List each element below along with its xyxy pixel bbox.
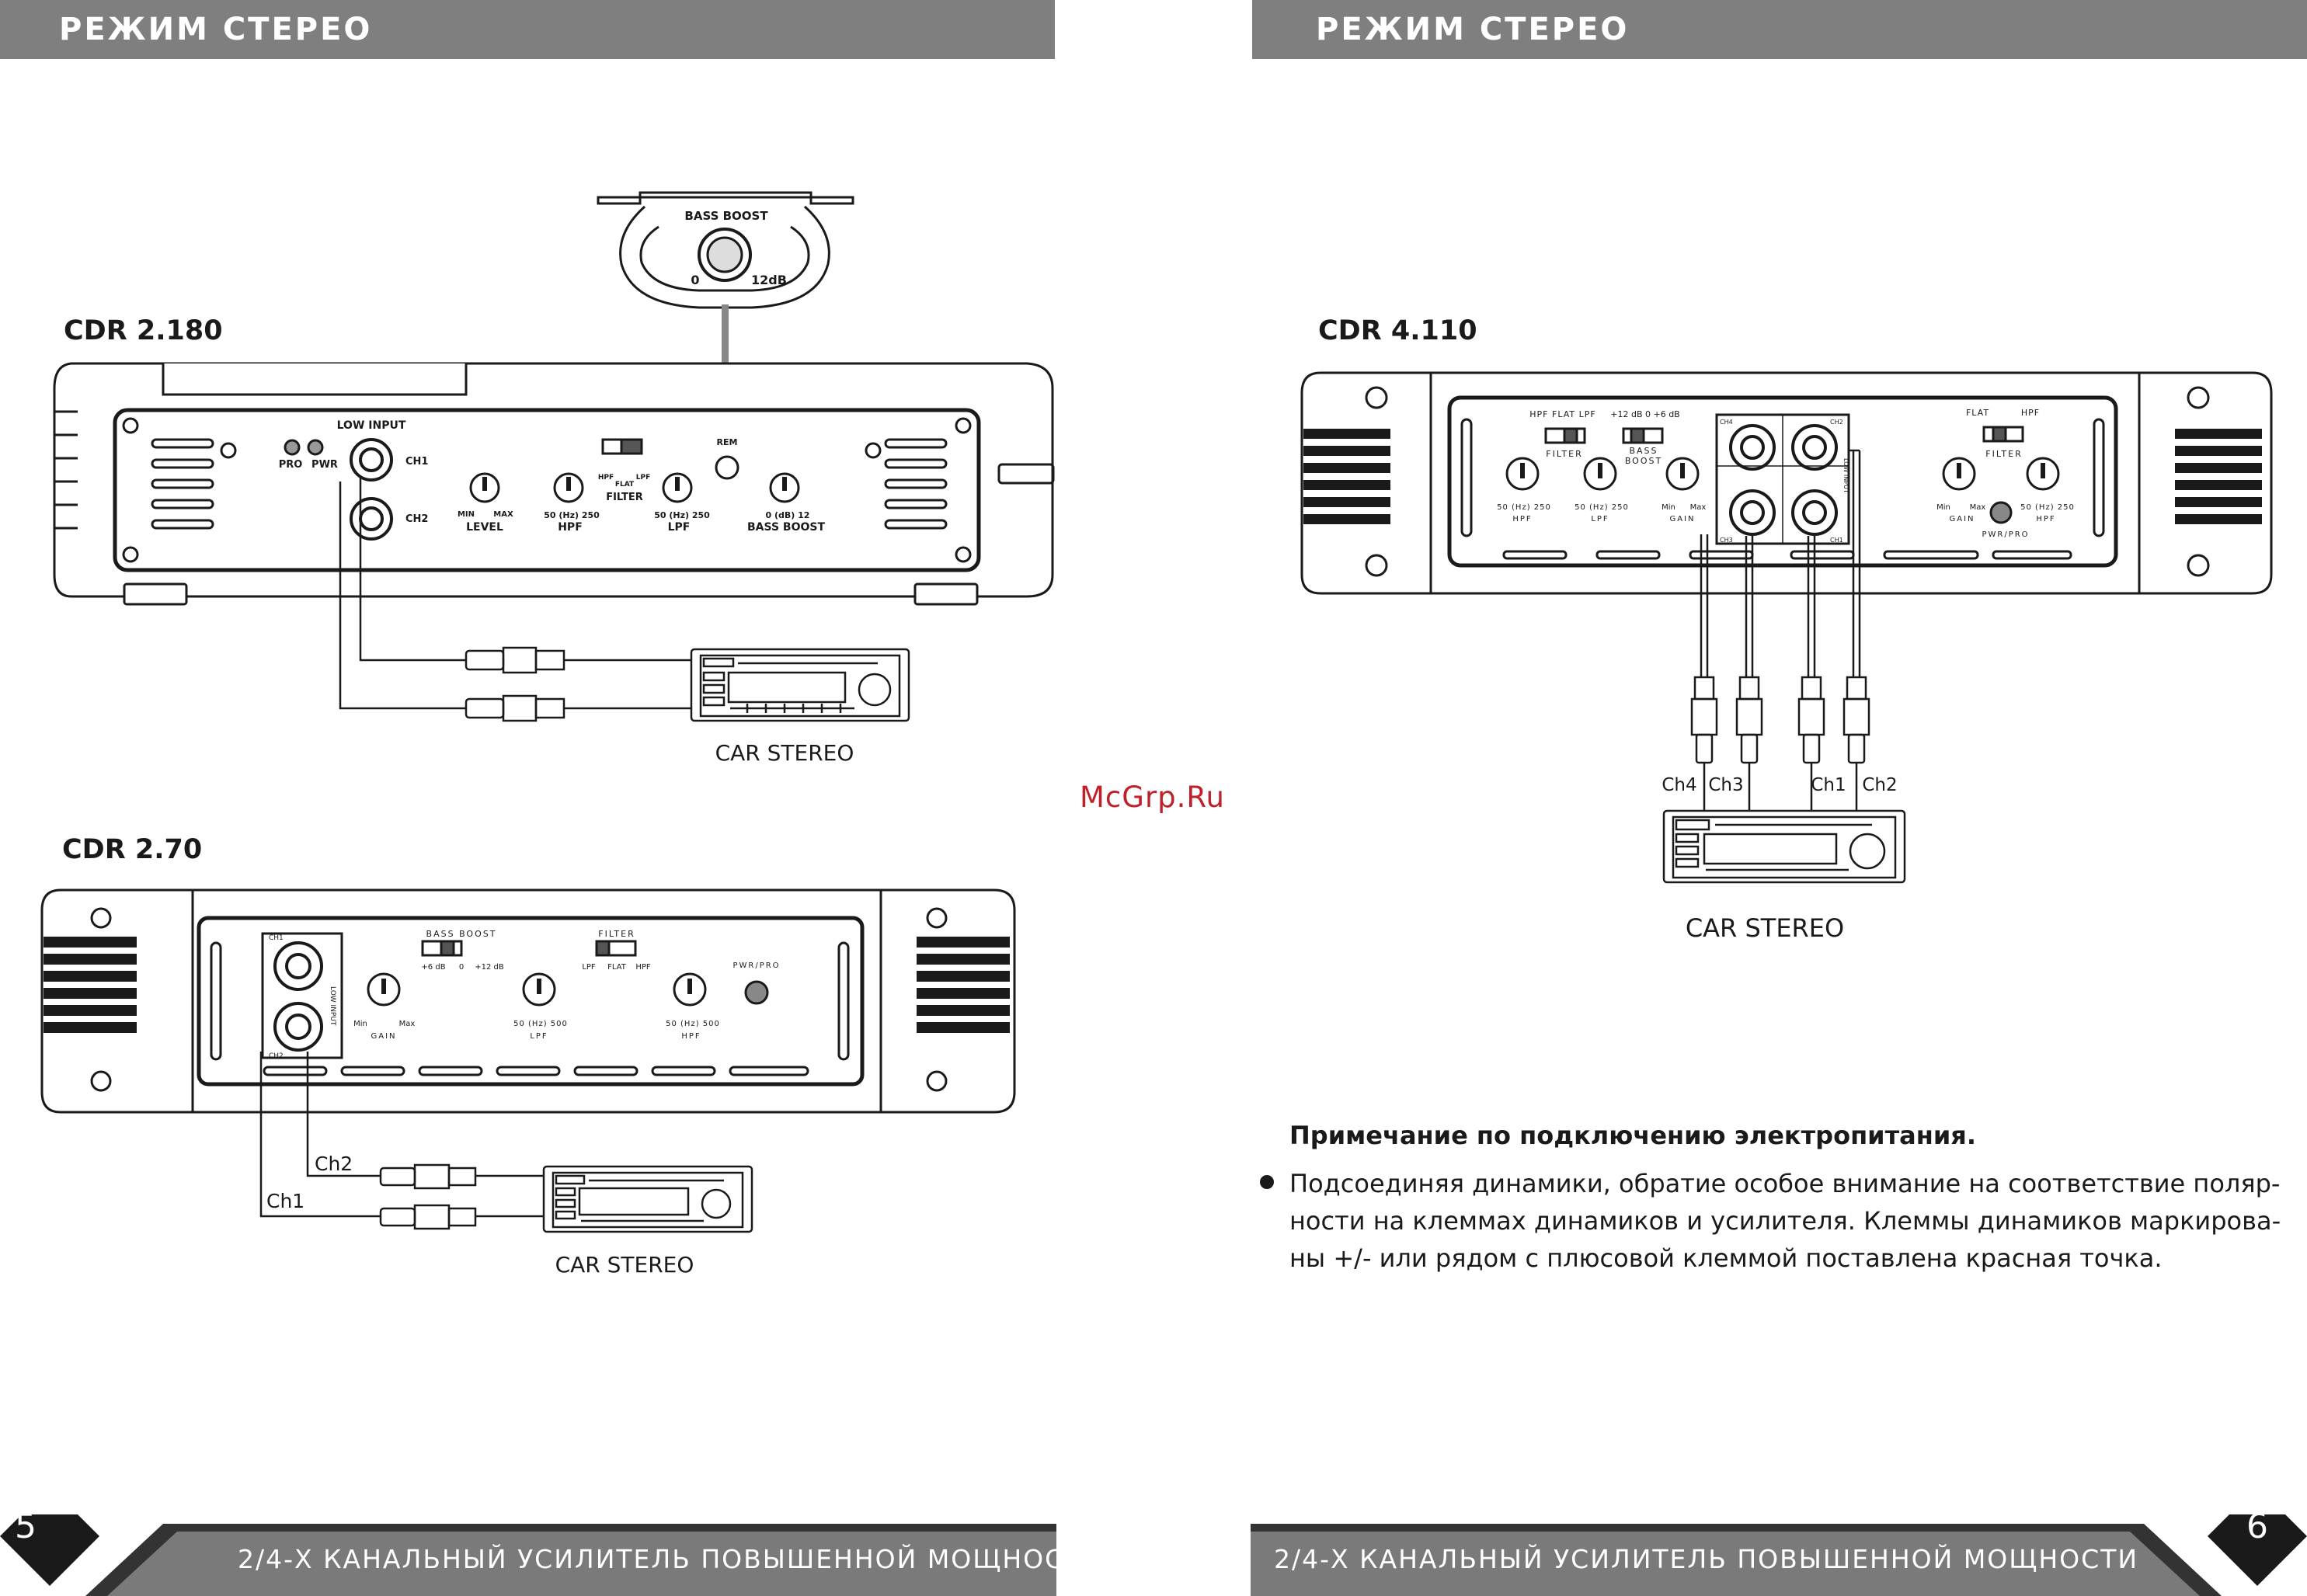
cdr270-hpf-range: 50 (Hz) 500 (666, 1020, 720, 1028)
cdr4110-right-hpf-range: 50 (Hz) 250 (2020, 503, 2075, 512)
note-bullet (1260, 1175, 1274, 1189)
cdr2180-bassboost-label: BASS BOOST (747, 521, 825, 534)
cdr4110-diagram: HPF FLAT LPF FILTER +12 dB 0 +6 dB BASS … (1300, 371, 2273, 943)
cdr4110-gain-label: GAIN (1669, 515, 1695, 523)
cdr4110-bass-label: BASS (1629, 446, 1658, 456)
cdr4110-right-hpf: HPF (2021, 408, 2040, 418)
footer-right-text: 2/4-Х КАНАЛЬНЫЙ УСИЛИТЕЛЬ ПОВЫШЕННОЙ МОЩ… (1274, 1544, 2139, 1574)
cdr4110-boost-label: BOOST (1625, 456, 1662, 466)
cdr4110-hpf-range: 50 (Hz) 250 (1497, 503, 1551, 512)
cdr2180-bassboost-max: 12dB (751, 273, 787, 287)
cdr4110-car-stereo-label: CAR STEREO (1686, 913, 1844, 943)
cdr2180-filter-lpf: LPF (636, 474, 650, 482)
cdr4110-rca-ch2: CH2 (1830, 419, 1843, 426)
model-title-cdr270: CDR 2.70 (62, 834, 203, 865)
cdr270-wire-ch2: Ch2 (315, 1153, 353, 1175)
cdr2180-diagram: BASS BOOST 0 12dB (53, 191, 1055, 766)
model-title-cdr4110: CDR 4.110 (1318, 315, 1477, 346)
cdr2180-lpf-label: LPF (668, 521, 691, 534)
cdr270-filter-label: FILTER (598, 929, 635, 939)
header-right-title: РЕЖИМ СТЕРЕО (1252, 0, 2307, 59)
cdr4110-gain-max: Max (1690, 503, 1707, 512)
cdr270-bb-p6: +6 dB (421, 963, 445, 972)
note-line-2: ности на клеммах динамиков и усилителя. … (1289, 1206, 2281, 1236)
page-number-right: 6 (2246, 1507, 2268, 1546)
cdr2180-level-min: MIN (458, 510, 475, 519)
cdr4110-lpf-label: LPF (1591, 515, 1609, 523)
cdr2180-filter-label: FILTER (606, 492, 643, 503)
cdr270-wire-ch1: Ch1 (266, 1190, 304, 1212)
footer-left-text: 2/4-Х КАНАЛЬНЫЙ УСИЛИТЕЛЬ ПОВЫШЕННОЙ МОЩ… (238, 1544, 1103, 1574)
cdr270-ch1-label: CH1 (269, 934, 284, 942)
model-title-cdr2180: CDR 2.180 (64, 315, 223, 346)
cdr2180-level-max: MAX (493, 510, 513, 519)
cdr270-gain-min: Min (353, 1020, 367, 1028)
cdr4110-right-gain-max: Max (1970, 503, 1986, 512)
cdr270-pwr-pro-label: PWR/PRO (732, 961, 780, 970)
note-body: Подсоединяя динамики, обратие особое вни… (1289, 1165, 2299, 1277)
cdr4110-wire-ch3: Ch3 (1708, 775, 1743, 795)
cdr2180-car-stereo-label: CAR STEREO (715, 740, 854, 766)
cdr4110-right-flat: FLAT (1966, 408, 1989, 418)
cdr270-lpf-label: LPF (530, 1032, 548, 1041)
cdr270-low-input-label: LOW INPUT (329, 986, 336, 1026)
cdr270-ch2-label: CH2 (269, 1052, 284, 1060)
note-line-1: Подсоединяя динамики, обратие особое вни… (1289, 1169, 2281, 1198)
cdr4110-filter-row: HPF FLAT LPF (1529, 409, 1595, 419)
note-line-3: ны +/- или рядом с плюсовой клеммой пост… (1289, 1243, 2163, 1273)
cdr4110-wire-ch1: Ch1 (1811, 775, 1846, 795)
cdr270-filter-hpf: HPF (635, 963, 651, 972)
cdr4110-wire-ch2: Ch2 (1862, 775, 1897, 795)
cdr4110-rca-ch1: CH1 (1830, 537, 1843, 544)
cdr2180-filter-flat: FLAT (615, 481, 635, 489)
cdr2180-bassboost-min: 0 (691, 273, 699, 287)
header-left-title: РЕЖИМ СТЕРЕО (0, 0, 1055, 59)
cdr2180-bb-range: 0 (dB) 12 (766, 510, 810, 520)
cdr270-bassboost-label: BASS BOOST (426, 929, 497, 939)
cdr2180-filter-hpf: HPF (598, 474, 614, 482)
cdr270-bb-p12: +12 dB (475, 963, 504, 972)
cdr270-diagram: CH1 CH2 LOW INPUT BASS BOOST +6 dB 0 +12… (40, 888, 1016, 1278)
cdr270-gain-max: Max (399, 1020, 416, 1028)
cdr4110-right-filter: FILTER (1985, 449, 2023, 459)
cdr4110-lpf-range: 50 (Hz) 250 (1575, 503, 1629, 512)
cdr4110-wire-ch4: Ch4 (1662, 775, 1696, 795)
cdr4110-low-input-label: LOW INPUT (1842, 458, 1849, 493)
cdr2180-rem-label: REM (717, 437, 738, 447)
cdr270-filter-flat: FLAT (607, 963, 627, 972)
cdr4110-bb-row: +12 dB 0 +6 dB (1610, 409, 1679, 419)
cdr2180-pro-label: PRO (279, 459, 303, 471)
page-number-left: 5 (15, 1507, 37, 1546)
cdr270-hpf-label: HPF (681, 1032, 701, 1041)
cdr4110-rca-ch4: CH4 (1720, 419, 1733, 426)
footer-right-band (1251, 1514, 2307, 1596)
cdr270-car-stereo-label: CAR STEREO (555, 1252, 694, 1278)
watermark: McGrp.Ru (1080, 781, 1225, 814)
cdr4110-hpf-label: HPF (1512, 515, 1532, 523)
cdr4110-right-gain-min: Min (1936, 503, 1950, 512)
cdr270-lpf-range: 50 (Hz) 500 (513, 1020, 568, 1028)
cdr4110-filter-label: FILTER (1546, 449, 1583, 459)
cdr4110-gain-min: Min (1662, 503, 1675, 512)
cdr2180-ch1-label: CH1 (405, 456, 428, 468)
cdr270-bb-0: 0 (459, 963, 464, 972)
note-heading: Примечание по подключению электропитания… (1289, 1121, 1976, 1150)
cdr4110-right-hpf-label: HPF (2036, 515, 2055, 523)
cdr4110-rca-ch3: CH3 (1720, 537, 1733, 544)
cdr2180-ch2-label: CH2 (405, 513, 428, 525)
cdr2180-lpf-range: 50 (Hz) 250 (654, 510, 710, 520)
cdr4110-pwr-pro-label: PWR/PRO (1982, 530, 2029, 539)
cdr270-filter-lpf: LPF (582, 963, 596, 972)
cdr270-gain-label: GAIN (371, 1032, 396, 1041)
cdr2180-hpf-label: HPF (558, 521, 583, 534)
cdr4110-right-gain-label: GAIN (1949, 515, 1975, 523)
cdr2180-hpf-range: 50 (Hz) 250 (544, 510, 600, 520)
cdr2180-bassboost-remote-label: BASS BOOST (684, 209, 768, 223)
cdr2180-pwr-label: PWR (311, 459, 338, 471)
cdr2180-level-label: LEVEL (466, 521, 503, 534)
cdr2180-low-input-label: LOW INPUT (337, 419, 406, 432)
footer-left-band (0, 1514, 1056, 1596)
